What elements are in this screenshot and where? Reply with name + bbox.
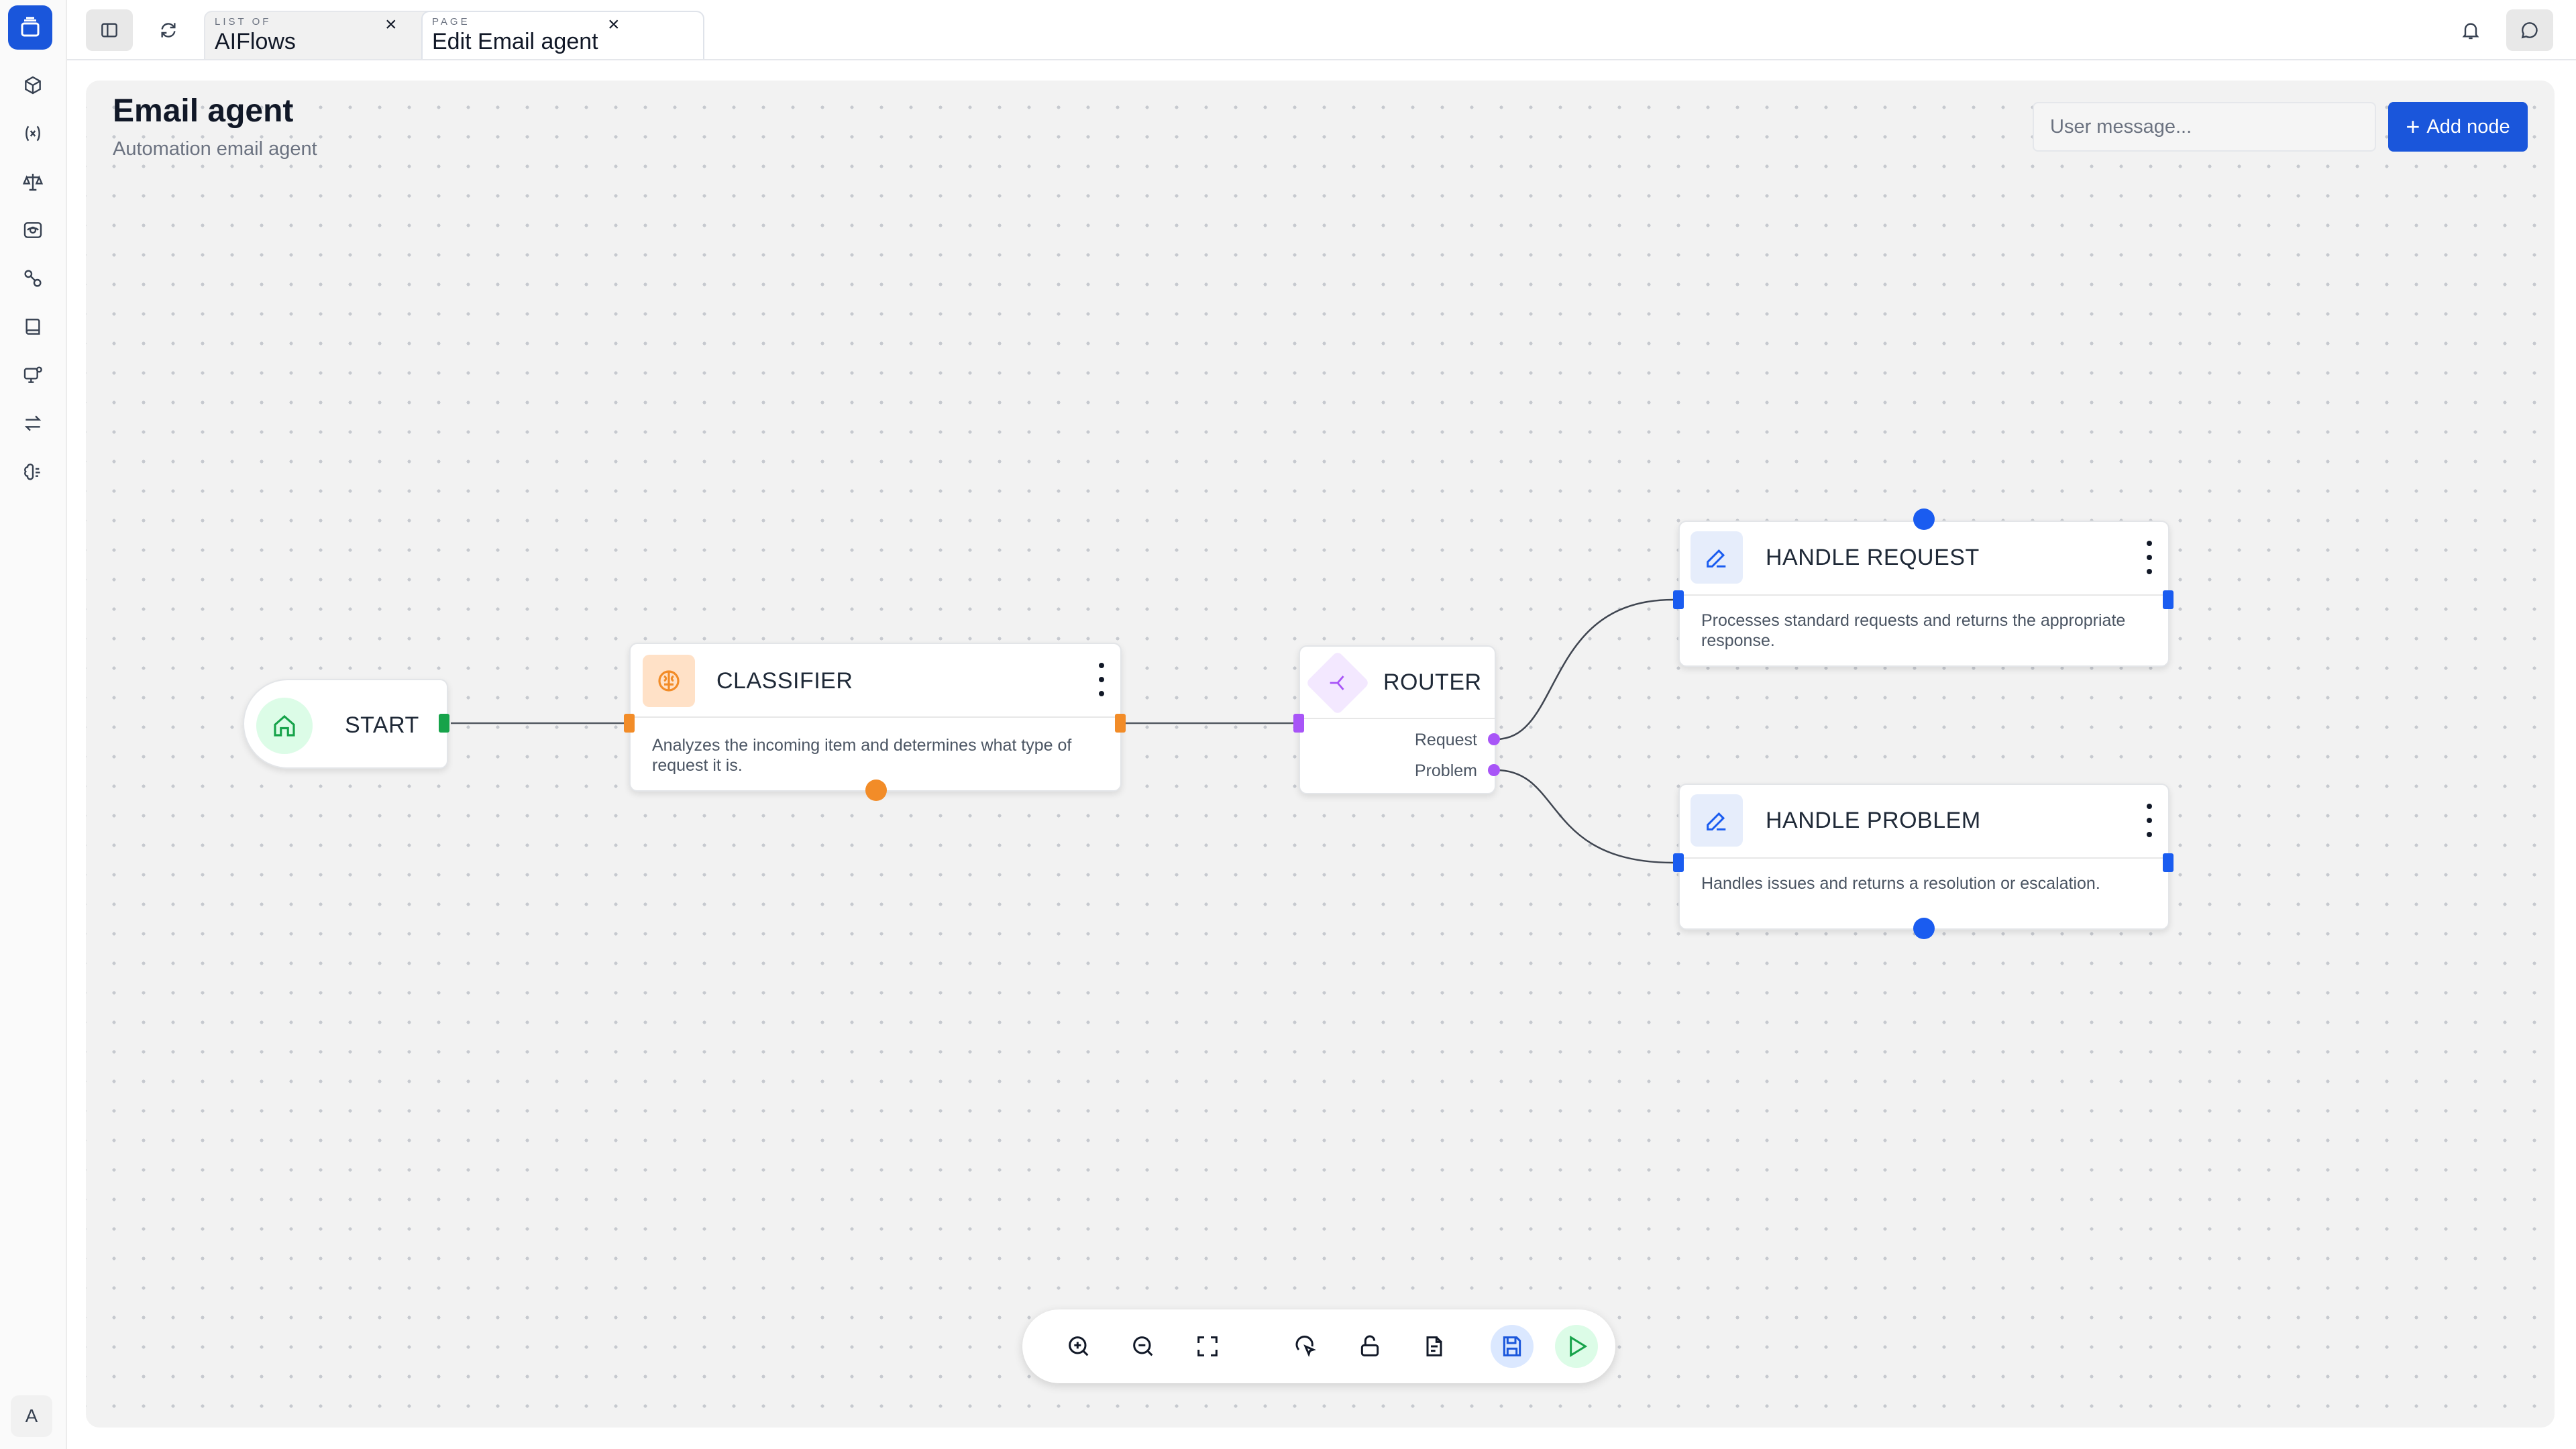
- tab-title: Edit Email agent: [432, 29, 598, 54]
- zoom-out-icon[interactable]: [1122, 1325, 1165, 1368]
- swap-icon[interactable]: [17, 408, 48, 439]
- handle-problem-output-handle[interactable]: [2163, 853, 2174, 872]
- fit-view-icon[interactable]: [1186, 1325, 1229, 1368]
- lock-icon[interactable]: [1348, 1325, 1391, 1368]
- more-options-icon[interactable]: [2143, 804, 2156, 837]
- classifier-output-handle[interactable]: [1115, 714, 1126, 733]
- chat-icon[interactable]: [2506, 9, 2553, 51]
- handle-request-node[interactable]: HANDLE REQUEST Processes standard reques…: [1678, 521, 2169, 667]
- add-node-label: Add node: [2426, 115, 2510, 138]
- close-tab-aiflows-icon[interactable]: ×: [385, 13, 397, 36]
- handle-request-input-handle[interactable]: [1673, 590, 1684, 609]
- classifier-input-handle[interactable]: [624, 714, 635, 733]
- canvas-toolbar: [1022, 1309, 1615, 1383]
- more-options-icon[interactable]: [2143, 541, 2156, 574]
- handle-problem-header: [1680, 785, 2168, 859]
- page-subtitle: Automation email agent: [113, 138, 317, 160]
- variable-icon[interactable]: [17, 118, 48, 149]
- pencil-icon: [1690, 794, 1743, 847]
- handle-problem-description: Handles issues and returns a resolution …: [1701, 874, 2100, 893]
- zoom-in-icon[interactable]: [1057, 1325, 1100, 1368]
- tab-edit-email-agent[interactable]: PAGE Edit Email agent: [421, 11, 704, 59]
- home-icon: [256, 698, 313, 754]
- eye-scan-icon[interactable]: [17, 215, 48, 246]
- start-output-handle[interactable]: [439, 714, 449, 733]
- router-node-title: ROUTER: [1383, 669, 1482, 695]
- router-problem-handle[interactable]: [1488, 764, 1500, 776]
- monitor-settings-icon[interactable]: [17, 360, 48, 390]
- start-node[interactable]: START: [243, 679, 448, 769]
- bell-icon[interactable]: [2447, 9, 2494, 51]
- edit-notes-icon[interactable]: [1413, 1325, 1456, 1368]
- book-icon[interactable]: [17, 311, 48, 342]
- pencil-icon: [1690, 531, 1743, 584]
- classifier-node-title: CLASSIFIER: [716, 668, 853, 694]
- router-node-header: [1300, 647, 1495, 719]
- user-avatar[interactable]: A: [11, 1395, 52, 1437]
- handle-request-header: [1680, 522, 2168, 596]
- flow-canvas[interactable]: [86, 80, 2555, 1428]
- top-bar: LIST OF AIFlows × PAGE Edit Email agent …: [67, 0, 2576, 60]
- router-node[interactable]: ROUTER Request Problem: [1299, 645, 1496, 794]
- router-output-label: Request: [1414, 731, 1477, 749]
- app-logo-icon[interactable]: [8, 5, 52, 50]
- save-icon[interactable]: [1491, 1325, 1534, 1368]
- handle-problem-node[interactable]: HANDLE PROBLEM Handles issues and return…: [1678, 784, 2169, 930]
- handle-problem-input-handle[interactable]: [1673, 853, 1684, 872]
- scale-icon[interactable]: [17, 166, 48, 197]
- user-message-input[interactable]: [2033, 102, 2376, 152]
- router-output-label: Problem: [1414, 761, 1477, 780]
- start-node-title: START: [345, 712, 419, 738]
- plus-icon: +: [2406, 113, 2420, 140]
- handle-problem-bottom-handle[interactable]: [1913, 918, 1935, 939]
- sidebar: A: [0, 0, 67, 1449]
- cube-icon[interactable]: [17, 70, 48, 101]
- split-icon: [1305, 650, 1371, 716]
- brain-icon: [643, 655, 695, 707]
- router-input-handle[interactable]: [1293, 714, 1304, 733]
- close-tab-edit-icon[interactable]: ×: [608, 13, 620, 36]
- handle-problem-title: HANDLE PROBLEM: [1766, 808, 1981, 833]
- shapes-icon[interactable]: [17, 263, 48, 294]
- page-title: Email agent: [113, 93, 294, 129]
- handle-request-output-handle[interactable]: [2163, 590, 2174, 609]
- brain-icon[interactable]: [17, 456, 48, 487]
- tab-kind-label: PAGE: [432, 16, 470, 28]
- more-options-icon[interactable]: [1095, 663, 1108, 696]
- sidebar-toggle-icon[interactable]: [86, 9, 133, 51]
- classifier-node-description: Analyzes the incoming item and determine…: [652, 736, 1072, 775]
- tab-title: AIFlows: [215, 29, 296, 54]
- classifier-node-header: [631, 644, 1120, 718]
- classifier-bottom-handle[interactable]: [865, 780, 887, 801]
- handle-request-top-handle[interactable]: [1913, 508, 1935, 530]
- classifier-node[interactable]: CLASSIFIER Analyzes the incoming item an…: [629, 643, 1122, 792]
- run-icon[interactable]: [1555, 1325, 1598, 1368]
- router-request-handle[interactable]: [1488, 733, 1500, 745]
- auto-layout-icon[interactable]: [1284, 1325, 1327, 1368]
- handle-request-title: HANDLE REQUEST: [1766, 545, 1980, 570]
- handle-request-description: Processes standard requests and returns …: [1701, 611, 2126, 650]
- tab-kind-label: LIST OF: [215, 16, 272, 28]
- add-node-button[interactable]: + Add node: [2388, 102, 2528, 152]
- refresh-icon[interactable]: [145, 9, 192, 51]
